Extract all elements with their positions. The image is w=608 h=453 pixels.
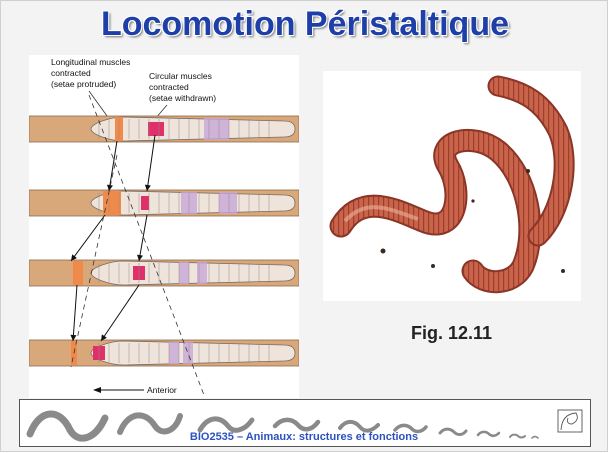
longitudinal-contracted-segment	[73, 261, 83, 285]
stage-arrow-5	[70, 285, 77, 341]
arrow-line	[139, 215, 147, 261]
stage-arrow-2	[145, 135, 155, 191]
anterior-label: Anterior	[147, 385, 177, 395]
worm-stages	[29, 116, 299, 366]
label-longitudinal-2: contracted	[51, 68, 91, 78]
label-longitudinal-1: Longitudinal muscles	[51, 57, 130, 67]
footer-text: BIO2535 – Animaux: structures et fonctio…	[1, 431, 607, 443]
label-longitudinal-3: (setae protruded)	[51, 79, 116, 89]
figure-label: Fig. 12.11	[411, 323, 492, 344]
stage-arrow-4	[137, 215, 147, 261]
spiral-logo	[558, 410, 582, 432]
muscle-band	[219, 192, 237, 214]
slide-title: Locomotion Péristaltique	[1, 5, 608, 44]
peristalsis-svg: Longitudinal muscles contracted (setae p…	[29, 55, 299, 398]
earthworm-icon	[323, 71, 581, 301]
earthworm-photo	[323, 71, 581, 301]
muscle-band	[204, 118, 229, 140]
longitudinal-contracted-segment	[103, 191, 121, 215]
label-circular-3: (setae withdrawn)	[149, 93, 216, 103]
stage-arrow-1	[107, 141, 117, 191]
worm-stage-2	[29, 190, 299, 216]
label-circular-1: Circular muscles	[149, 71, 212, 81]
worm-stage-1	[29, 116, 299, 142]
circular-contracted-segment	[148, 122, 164, 136]
worm-stage-3	[29, 260, 299, 286]
arrow-line	[147, 135, 155, 191]
circular-contracted-segment	[141, 196, 149, 210]
stage-arrow-3	[71, 215, 105, 261]
anterior-arrowhead	[93, 387, 101, 393]
peristalsis-diagram: Longitudinal muscles contracted (setae p…	[29, 55, 299, 398]
arrow-line	[101, 285, 139, 341]
arrow-line	[71, 215, 105, 261]
stage-arrow-6	[101, 285, 139, 341]
label-circular-2: contracted	[149, 82, 189, 92]
worm-body-outline	[91, 261, 295, 285]
stage-arrows	[70, 135, 155, 341]
arrow-line	[73, 285, 77, 341]
muscle-band	[169, 342, 179, 364]
muscle-band	[183, 342, 193, 364]
muscle-band	[179, 262, 189, 284]
muscle-band	[197, 262, 207, 284]
worm-stage-4	[29, 340, 299, 366]
